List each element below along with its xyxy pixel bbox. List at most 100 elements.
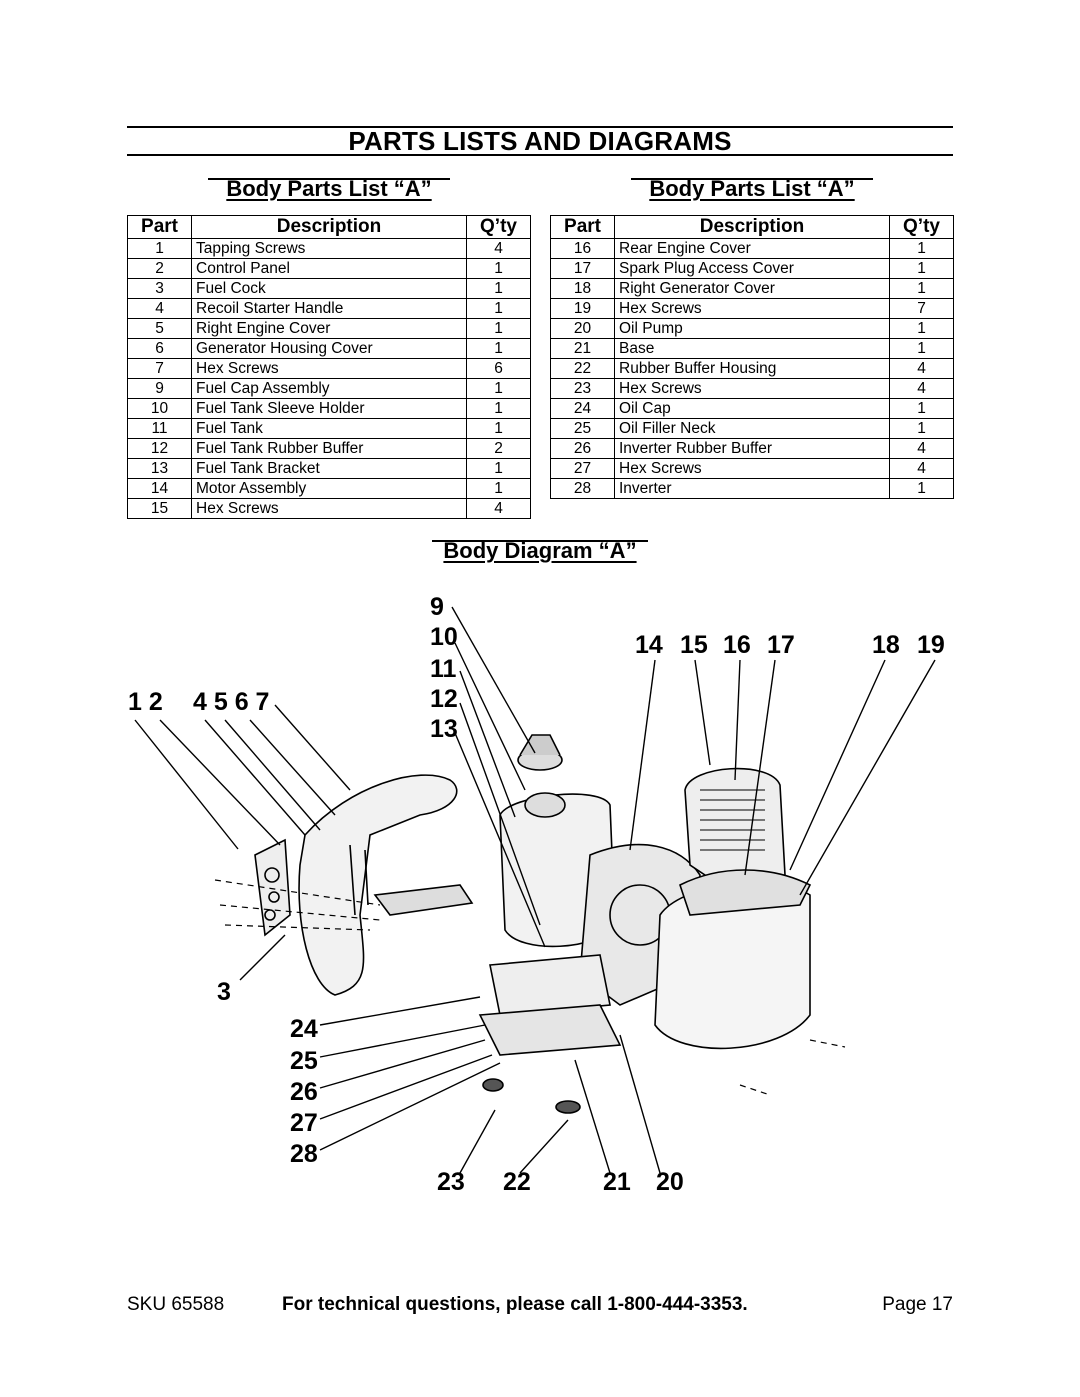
part-number-cell: 14 — [127, 478, 192, 499]
description-cell: Inverter — [614, 478, 890, 499]
quantity-cell: 6 — [466, 358, 531, 379]
callout-15: 15 — [680, 631, 708, 659]
leader-line — [459, 1109, 496, 1174]
quantity-cell: 1 — [889, 398, 954, 419]
page-title: PARTS LISTS AND DIAGRAMS — [348, 126, 732, 156]
leader-line — [134, 719, 239, 850]
leader-line — [204, 719, 306, 836]
callout-21: 21 — [603, 1168, 631, 1196]
leader-line — [319, 1039, 486, 1089]
description-cell: Oil Filler Neck — [614, 418, 890, 439]
inverter-drawing — [489, 954, 611, 1016]
leader-line — [459, 670, 516, 818]
quantity-cell: 1 — [466, 298, 531, 319]
leader-line — [451, 606, 536, 754]
leader-line — [274, 704, 351, 791]
callout-12: 12 — [430, 685, 458, 713]
leader-line — [519, 1119, 569, 1174]
quantity-cell: 1 — [466, 418, 531, 439]
leader-line — [239, 934, 286, 981]
description-cell: Hex Screws — [191, 358, 467, 379]
leader-line — [319, 1062, 501, 1151]
leader-line — [574, 1059, 611, 1174]
leader-line — [459, 702, 541, 926]
description-cell: Hex Screws — [191, 498, 467, 519]
part-number-cell: 19 — [550, 298, 615, 319]
description-cell: Hex Screws — [614, 378, 890, 399]
callout-22: 22 — [503, 1168, 531, 1196]
description-cell: Control Panel — [191, 258, 467, 279]
description-cell: Base — [614, 338, 890, 359]
part-number-cell: 20 — [550, 318, 615, 339]
quantity-cell: 1 — [889, 338, 954, 359]
quantity-cell: 1 — [466, 398, 531, 419]
description-cell: Fuel Cap Assembly — [191, 378, 467, 399]
description-cell: Oil Cap — [614, 398, 890, 419]
quantity-cell: 4 — [466, 498, 531, 519]
quantity-cell: 4 — [889, 378, 954, 399]
callout-17: 17 — [767, 631, 795, 659]
description-cell: Right Generator Cover — [614, 278, 890, 299]
quantity-cell: 1 — [889, 478, 954, 499]
leader-line — [319, 996, 481, 1026]
callout-14: 14 — [635, 631, 663, 659]
part-number-cell: 22 — [550, 358, 615, 379]
part-number-cell: 15 — [127, 498, 192, 519]
callout-3: 3 — [217, 978, 231, 1006]
quantity-cell: 1 — [466, 278, 531, 299]
part-number-cell: 24 — [550, 398, 615, 419]
part-number-cell: 25 — [550, 418, 615, 439]
leader-line — [619, 1034, 661, 1174]
leader-line — [319, 1024, 486, 1058]
part-number-cell: 10 — [127, 398, 192, 419]
column-header-qty: Q’ty — [889, 215, 954, 239]
part-number-cell: 16 — [550, 238, 615, 259]
quantity-cell: 2 — [466, 438, 531, 459]
left-list-heading: Body Parts List “A” — [208, 176, 450, 202]
part-number-cell: 17 — [550, 258, 615, 279]
part-number-cell: 11 — [127, 418, 192, 439]
footer-page-number: Page 17 — [882, 1294, 953, 1315]
footer-sku: SKU 65588 — [127, 1294, 225, 1315]
part-number-cell: 7 — [127, 358, 192, 379]
quantity-cell: 1 — [466, 258, 531, 279]
part-number-cell: 26 — [550, 438, 615, 459]
leader-line — [159, 719, 281, 846]
right-list-heading: Body Parts List “A” — [631, 176, 873, 202]
callout-11: 11 — [430, 655, 457, 683]
part-number-cell: 27 — [550, 458, 615, 479]
part-number-cell: 28 — [550, 478, 615, 499]
body-diagram: 1 2 4 5 6 7 3 9 10 11 12 13 14 15 16 17 … — [128, 593, 945, 1196]
part-number-cell: 18 — [550, 278, 615, 299]
quantity-cell: 1 — [466, 318, 531, 339]
callout-26: 26 — [290, 1078, 318, 1106]
part-number-cell: 12 — [127, 438, 192, 459]
callout-23: 23 — [437, 1168, 465, 1196]
part-number-cell: 2 — [127, 258, 192, 279]
part-number-cell: 21 — [550, 338, 615, 359]
callout-25: 25 — [290, 1047, 318, 1075]
quantity-cell: 4 — [889, 438, 954, 459]
description-cell: Tapping Screws — [191, 238, 467, 259]
callout-28: 28 — [290, 1140, 318, 1168]
quantity-cell: 1 — [466, 378, 531, 399]
leader-line — [629, 659, 656, 851]
quantity-cell: 1 — [466, 338, 531, 359]
leader-line — [734, 659, 741, 781]
description-cell: Rubber Buffer Housing — [614, 358, 890, 379]
callout-20: 20 — [656, 1168, 684, 1196]
